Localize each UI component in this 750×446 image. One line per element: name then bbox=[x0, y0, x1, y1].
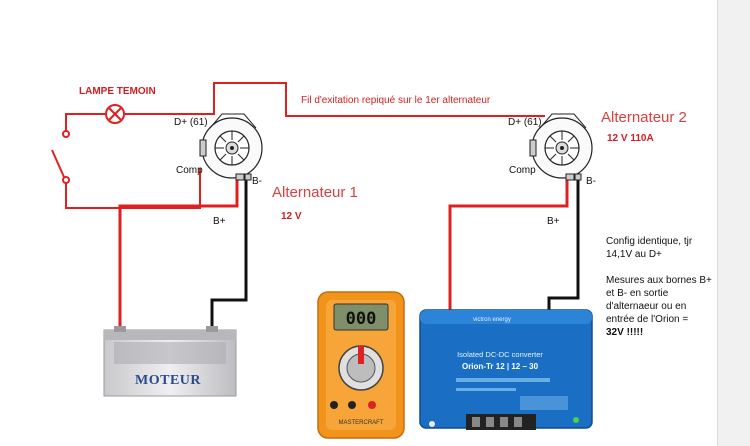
alt1-spec: 12 V bbox=[281, 211, 302, 222]
measurement-note: Config identique, tjr 14,1V au D+ Mesure… bbox=[606, 235, 714, 339]
alt1-name: Alternateur 1 bbox=[272, 184, 358, 201]
excitation-wire bbox=[115, 82, 545, 117]
alt2-comp-label: Comp bbox=[509, 165, 536, 176]
note-line1: Config identique, tjr 14,1V au D+ bbox=[606, 236, 693, 260]
alternator-2-icon bbox=[529, 113, 593, 181]
excitation-wire-label: Fil d'exitation repiqué sur le 1er alter… bbox=[301, 95, 491, 106]
alt2-name: Alternateur 2 bbox=[601, 109, 687, 126]
switch-symbol[interactable] bbox=[51, 130, 70, 184]
converter-line1: Isolated DC-DC converter bbox=[457, 350, 543, 359]
alt2-bplus-wire bbox=[448, 176, 569, 312]
alt1-bminus-wire bbox=[210, 176, 248, 330]
multimeter-display: 000 bbox=[346, 309, 377, 329]
lamp-label: LAMPE TEMOIN bbox=[79, 86, 156, 97]
alt1-bminus-label: B- bbox=[252, 176, 262, 187]
alt1-comp-label: Comp bbox=[176, 165, 203, 176]
lamp-to-switch-wire bbox=[65, 113, 105, 135]
orion-converter-icon: victron energy Isolated DC-DC converter … bbox=[419, 309, 593, 430]
red-wires bbox=[65, 82, 569, 330]
page-frame-edge bbox=[717, 0, 750, 446]
alt2-spec: 12 V 110A bbox=[607, 133, 654, 144]
converter-line2: Orion-Tr 12 | 12 – 30 bbox=[462, 362, 539, 371]
multimeter-icon: 000 MASTERCRAFT bbox=[317, 291, 405, 439]
alt2-bplus-label: B+ bbox=[547, 216, 560, 227]
switch-return-wire bbox=[65, 168, 201, 209]
note-emphasis: 32V !!!!! bbox=[606, 327, 644, 338]
converter-brand: victron energy bbox=[473, 317, 511, 323]
alt2-dplus-label: D+ (61) bbox=[508, 117, 542, 128]
alt2-bminus-label: B- bbox=[586, 176, 596, 187]
alternator-1-icon bbox=[199, 113, 263, 181]
note-line2: Mesures aux bornes B+ et B- en sortie d'… bbox=[606, 275, 712, 325]
alt1-bplus-label: B+ bbox=[213, 216, 226, 227]
black-wires bbox=[210, 176, 580, 330]
motor-label: MOTEUR bbox=[135, 373, 201, 388]
multimeter-brand: MASTERCRAFT bbox=[339, 420, 384, 426]
warning-lamp-icon bbox=[105, 104, 125, 124]
alt1-dplus-label: D+ (61) bbox=[174, 117, 208, 128]
alt1-bplus-wire bbox=[118, 176, 239, 330]
alt2-bminus-wire bbox=[547, 176, 580, 312]
battery-moteur-icon: MOTEUR bbox=[103, 326, 237, 397]
